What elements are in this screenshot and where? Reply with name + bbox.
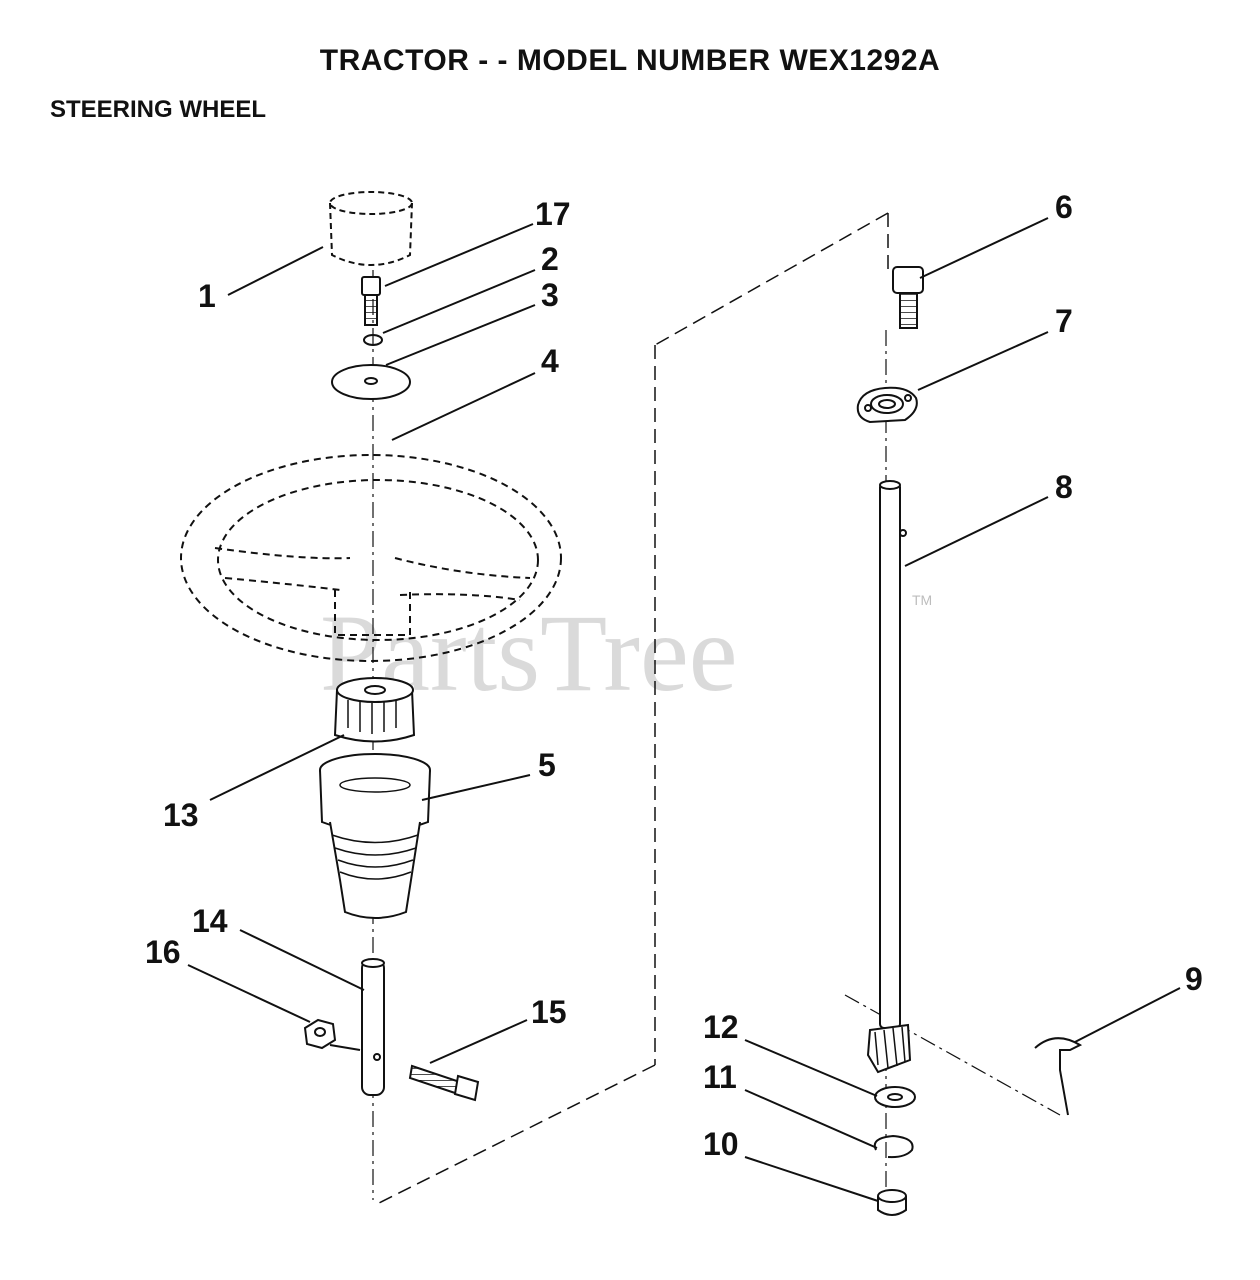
callout-13: 13 [163,797,199,833]
part-2-lock-washer [363,334,383,346]
part-4-steering-wheel [180,454,562,662]
part-16-nut [303,1018,337,1050]
part-3-washer [331,364,411,400]
callout-3: 3 [541,277,559,313]
section-title: STEERING WHEEL [50,96,267,123]
callout-11: 11 [703,1059,737,1095]
callout-9: 9 [1185,961,1203,997]
callout-14: 14 [192,903,228,939]
callout-2: 2 [541,241,559,277]
part-15-bolt [408,1064,480,1102]
callout-6: 6 [1055,189,1073,225]
part-7-flange-bearing [856,386,918,424]
part-14-shaft [361,958,385,1096]
callout-1: 1 [198,278,216,314]
part-9-clip [1034,1037,1083,1116]
part-10-bushing [877,1189,907,1216]
part-17-bolt [361,276,381,326]
callout-5: 5 [538,747,556,783]
assembly-frame [374,212,889,1206]
callout-7: 7 [1055,303,1073,339]
part-12-washer [874,1086,916,1108]
part-1-cap [329,191,413,266]
part-13-hub-adapter [333,677,416,743]
part-8-steering-shaft [866,480,912,1074]
part-11-retaining-ring [873,1134,914,1159]
callout-4: 4 [541,343,559,379]
part-6-bolt [892,266,924,329]
part-5-boot [319,753,431,919]
callout-16: 16 [145,934,181,970]
diagram-title: TRACTOR - - MODEL NUMBER WEX1292A [319,44,941,77]
callout-15: 15 [531,994,567,1030]
callout-10: 10 [703,1126,739,1162]
leader-lines [187,217,1181,1202]
callout-12: 12 [703,1009,739,1045]
callout-8: 8 [1055,469,1073,505]
watermark-tm: TM [912,592,932,608]
callout-17: 17 [535,196,571,232]
